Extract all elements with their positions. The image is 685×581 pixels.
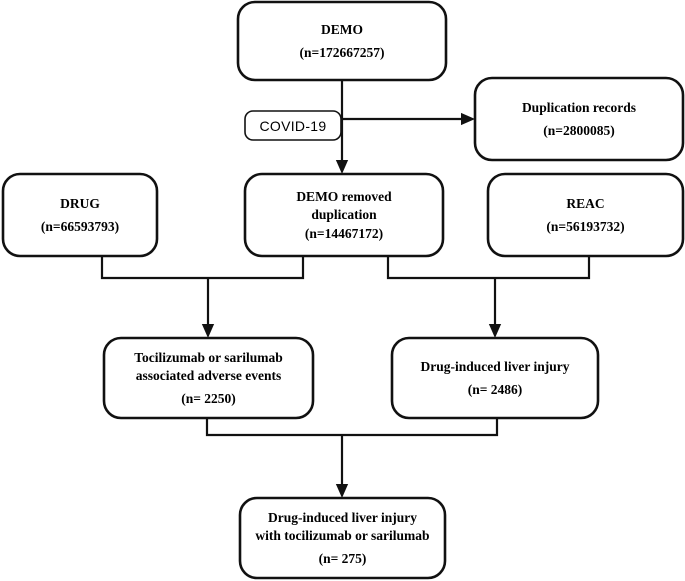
dili-with-tocilizumab-sarilumab-box	[238, 496, 447, 580]
covid-19-filter-label	[244, 110, 342, 141]
tocilizumab-sarilumab-adverse-events-box	[102, 336, 315, 420]
drug-table-box	[1, 172, 159, 258]
edge-final-bracket	[205, 418, 499, 437]
edge-junction-right-bracket	[386, 256, 591, 280]
edge-junction-left-bracket	[100, 256, 305, 280]
demo-box	[236, 0, 448, 82]
duplication-records-box	[473, 76, 685, 162]
drug-induced-liver-injury-box	[390, 336, 600, 420]
covid-19-filter-text: COVID-19	[259, 117, 327, 134]
demo-removed-duplication-box	[243, 172, 445, 258]
reac-table-box	[486, 172, 685, 258]
